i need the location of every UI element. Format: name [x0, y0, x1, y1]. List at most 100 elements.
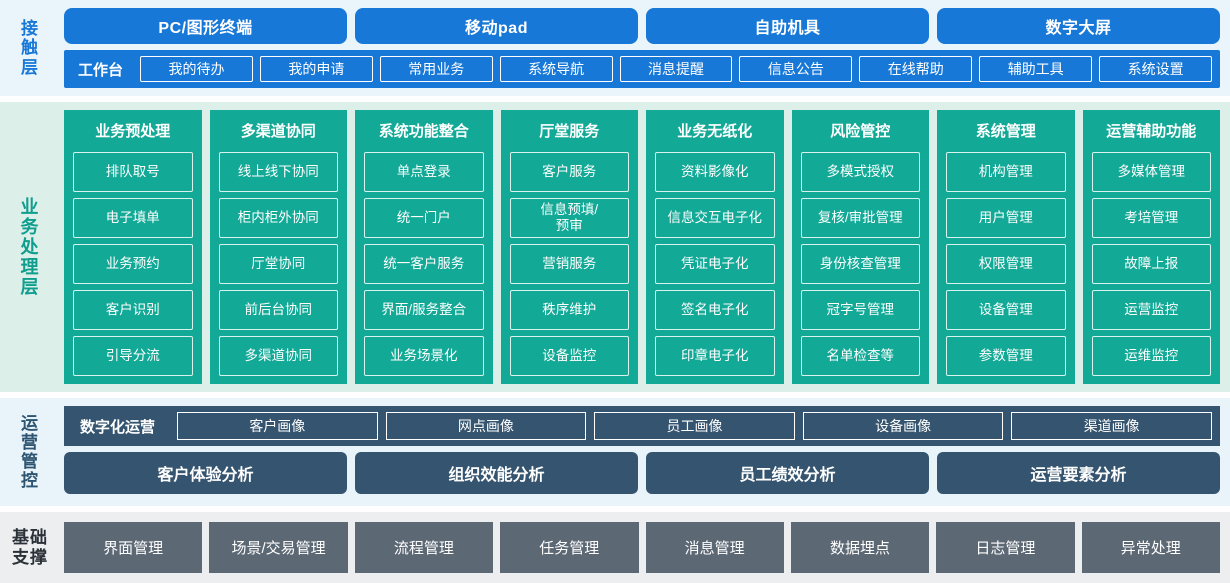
- business-item[interactable]: 营销服务: [509, 244, 629, 284]
- contact-layer-label-text: 接触层: [21, 19, 39, 77]
- channel-pill[interactable]: 数字大屏: [937, 8, 1220, 44]
- business-item[interactable]: 厅堂协同: [218, 244, 338, 284]
- portrait-chip[interactable]: 员工画像: [594, 412, 795, 440]
- foundation-item[interactable]: 界面管理: [64, 522, 203, 573]
- foundation-item[interactable]: 消息管理: [645, 522, 784, 573]
- workbench-item[interactable]: 我的申请: [259, 56, 373, 82]
- business-item[interactable]: 参数管理: [946, 336, 1066, 376]
- business-item[interactable]: 设备监控: [509, 336, 629, 376]
- foundation-layer-label: 基础支撑: [0, 512, 60, 583]
- portrait-chip[interactable]: 渠道画像: [1011, 412, 1212, 440]
- business-item[interactable]: 多渠道协同: [218, 336, 338, 376]
- business-item[interactable]: 统一门户: [364, 198, 484, 238]
- channel-pill[interactable]: 自助机具: [646, 8, 929, 44]
- business-column-title: 多渠道协同: [240, 123, 316, 140]
- business-item[interactable]: 冠字号管理: [800, 290, 920, 330]
- business-item[interactable]: 机构管理: [946, 152, 1066, 192]
- business-item[interactable]: 电子填单: [73, 198, 193, 238]
- business-columns: 业务预处理排队取号电子填单业务预约客户识别引导分流多渠道协同线上线下协同柜内柜外…: [60, 102, 1230, 392]
- business-column: 业务预处理排队取号电子填单业务预约客户识别引导分流: [64, 110, 202, 384]
- foundation-layer-label-text: 基础支撑: [12, 528, 48, 567]
- analysis-block[interactable]: 组织效能分析: [355, 452, 638, 494]
- workbench-item[interactable]: 系统设置: [1099, 56, 1213, 82]
- foundation-item[interactable]: 数据埋点: [790, 522, 930, 573]
- business-column-title: 厅堂服务: [539, 123, 600, 140]
- business-column: 厅堂服务客户服务信息预填/ 预审营销服务秩序维护设备监控: [500, 110, 638, 384]
- contact-layer-label: 接触层: [0, 0, 60, 96]
- business-item[interactable]: 凭证电子化: [655, 244, 775, 284]
- business-item[interactable]: 运维监控: [1091, 336, 1211, 376]
- business-item[interactable]: 客户服务: [509, 152, 629, 192]
- workbench-item[interactable]: 消息提醒: [619, 56, 733, 82]
- business-layer-label: 业务处理层: [0, 102, 60, 392]
- workbench-item[interactable]: 辅助工具: [979, 56, 1093, 82]
- business-item[interactable]: 权限管理: [946, 244, 1066, 284]
- business-item[interactable]: 界面/服务整合: [364, 290, 484, 330]
- business-item[interactable]: 线上线下协同: [218, 152, 338, 192]
- portrait-chip[interactable]: 网点画像: [385, 412, 587, 440]
- business-item[interactable]: 复核/审批管理: [800, 198, 920, 238]
- business-item[interactable]: 考培管理: [1091, 198, 1211, 238]
- business-item[interactable]: 资料影像化: [655, 152, 775, 192]
- business-item[interactable]: 运营监控: [1091, 290, 1211, 330]
- business-item[interactable]: 柜内柜外协同: [218, 198, 338, 238]
- business-column: 系统功能整合单点登录统一门户统一客户服务界面/服务整合业务场景化: [355, 110, 493, 384]
- channel-pill[interactable]: 移动pad: [355, 8, 638, 44]
- business-item[interactable]: 签名电子化: [655, 290, 775, 330]
- workbench-item[interactable]: 信息公告: [739, 56, 853, 82]
- business-item[interactable]: 引导分流: [73, 336, 193, 376]
- business-column: 多渠道协同线上线下协同柜内柜外协同厅堂协同前后台协同多渠道协同: [209, 110, 347, 384]
- portrait-chip[interactable]: 客户画像: [177, 412, 378, 440]
- business-layer-band: 业务处理层 业务预处理排队取号电子填单业务预约客户识别引导分流多渠道协同线上线下…: [0, 102, 1230, 392]
- analysis-row: 客户体验分析组织效能分析员工绩效分析运营要素分析: [64, 452, 1220, 494]
- foundation-item[interactable]: 场景/交易管理: [209, 522, 348, 573]
- business-item[interactable]: 业务场景化: [364, 336, 484, 376]
- analysis-block[interactable]: 员工绩效分析: [646, 452, 929, 494]
- workbench-item[interactable]: 系统导航: [499, 56, 613, 82]
- business-column: 运营辅助功能多媒体管理考培管理故障上报运营监控运维监控: [1082, 110, 1220, 384]
- workbench-bar: 工作台 我的待办我的申请常用业务系统导航消息提醒信息公告在线帮助辅助工具系统设置: [64, 50, 1220, 88]
- foundation-item[interactable]: 任务管理: [500, 522, 639, 573]
- business-item[interactable]: 信息预填/ 预审: [509, 198, 629, 238]
- business-item[interactable]: 身份核查管理: [800, 244, 920, 284]
- business-layer-label-text: 业务处理层: [20, 196, 40, 298]
- digital-operations-title: 数字化运营: [80, 418, 156, 436]
- foundation-layer-body: 界面管理场景/交易管理流程管理任务管理消息管理数据埋点日志管理异常处理: [60, 512, 1230, 583]
- business-column-title: 运营辅助功能: [1106, 123, 1197, 140]
- channel-pill[interactable]: PC/图形终端: [64, 8, 347, 44]
- business-item[interactable]: 多模式授权: [800, 152, 920, 192]
- business-item[interactable]: 客户识别: [73, 290, 193, 330]
- business-item[interactable]: 多媒体管理: [1091, 152, 1211, 192]
- business-item[interactable]: 秩序维护: [509, 290, 629, 330]
- business-column-title: 系统管理: [975, 123, 1036, 140]
- business-item[interactable]: 统一客户服务: [364, 244, 484, 284]
- workbench-item[interactable]: 在线帮助: [859, 56, 973, 82]
- operations-layer-label-text: 运营管控: [21, 413, 39, 491]
- foundation-layer-band: 基础支撑 界面管理场景/交易管理流程管理任务管理消息管理数据埋点日志管理异常处理: [0, 512, 1230, 583]
- analysis-block[interactable]: 运营要素分析: [937, 452, 1220, 494]
- workbench-item[interactable]: 我的待办: [140, 56, 253, 82]
- business-item[interactable]: 设备管理: [946, 290, 1066, 330]
- analysis-block[interactable]: 客户体验分析: [64, 452, 347, 494]
- business-item[interactable]: 排队取号: [73, 152, 193, 192]
- business-item[interactable]: 用户管理: [946, 198, 1066, 238]
- foundation-item[interactable]: 异常处理: [1081, 522, 1220, 573]
- business-item[interactable]: 信息交互电子化: [655, 198, 775, 238]
- business-item[interactable]: 名单检查等: [800, 336, 920, 376]
- foundation-item[interactable]: 流程管理: [354, 522, 494, 573]
- foundation-items-row: 界面管理场景/交易管理流程管理任务管理消息管理数据埋点日志管理异常处理: [60, 512, 1230, 583]
- foundation-item[interactable]: 日志管理: [936, 522, 1075, 573]
- business-item[interactable]: 印章电子化: [655, 336, 775, 376]
- portrait-chip[interactable]: 设备画像: [802, 412, 1004, 440]
- business-item[interactable]: 故障上报: [1091, 244, 1211, 284]
- business-item[interactable]: 业务预约: [73, 244, 193, 284]
- workbench-item[interactable]: 常用业务: [379, 56, 493, 82]
- business-item[interactable]: 单点登录: [364, 152, 484, 192]
- business-column: 风险管控多模式授权复核/审批管理身份核查管理冠字号管理名单检查等: [791, 110, 929, 384]
- business-column-title: 风险管控: [830, 123, 891, 140]
- business-item[interactable]: 前后台协同: [218, 290, 338, 330]
